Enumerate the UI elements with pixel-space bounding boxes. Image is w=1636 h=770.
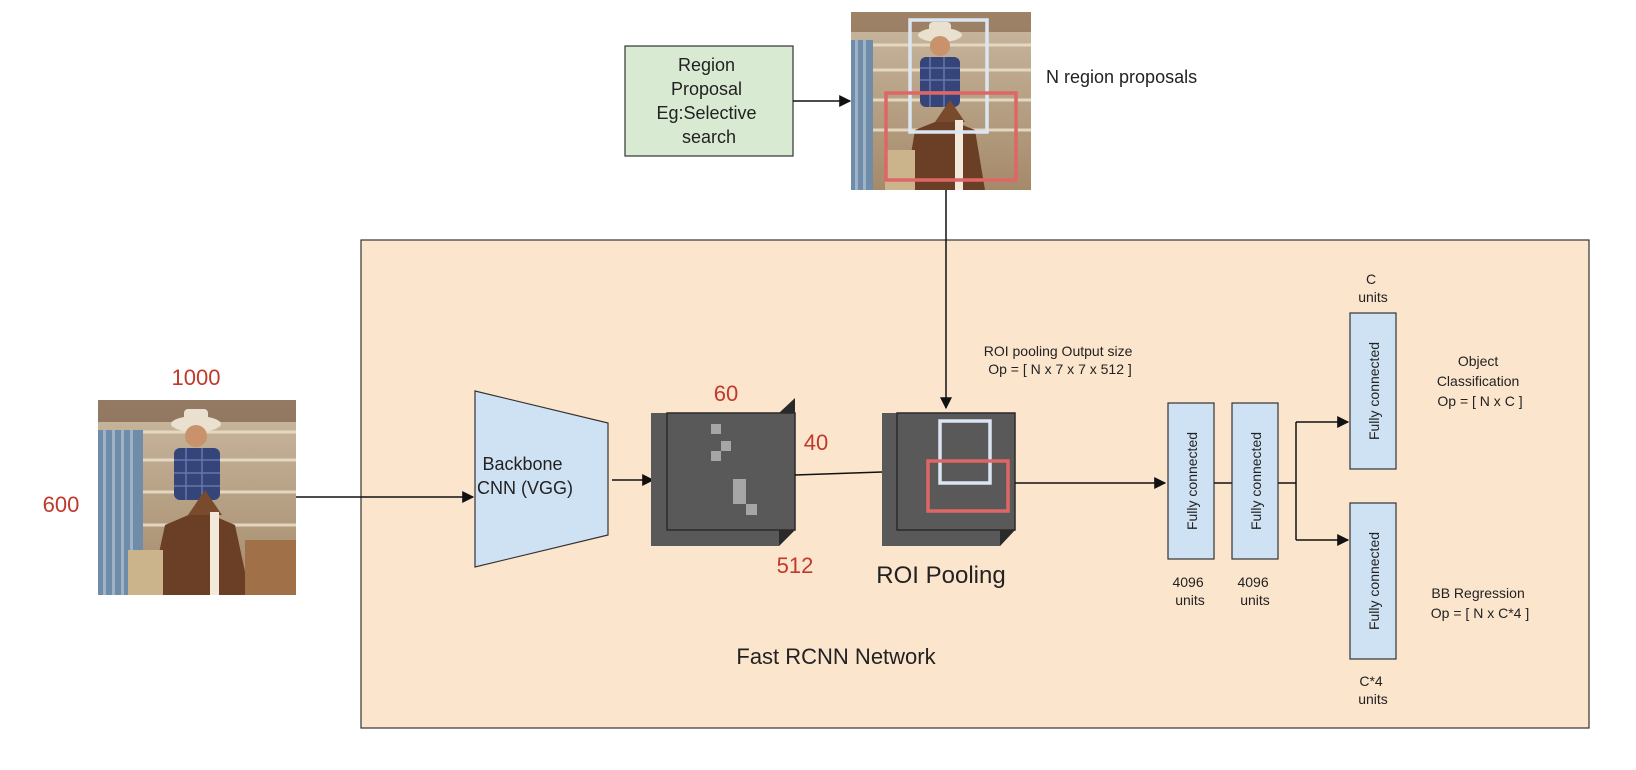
region-proposal-label: Region Proposal Eg:Selective search xyxy=(656,55,761,147)
fc2-label: Fully connected xyxy=(1248,432,1264,530)
branch-connector xyxy=(1278,416,1350,546)
backbone-cnn-block xyxy=(474,390,609,568)
roi-pooling-label: ROI Pooling xyxy=(876,562,1005,589)
fc1-label: Fully connected xyxy=(1184,432,1200,530)
input-image xyxy=(98,400,296,595)
feature-depth-label: 512 xyxy=(777,553,814,578)
fc2-units: 4096 units xyxy=(1237,574,1272,608)
input-height-label: 600 xyxy=(43,492,80,517)
bbox-output: BB Regression Op = [ N x C*4 ] xyxy=(1431,585,1529,621)
feature-width-label: 60 xyxy=(714,381,738,406)
fc-cls-block xyxy=(1349,312,1397,470)
fc1-units: 4096 units xyxy=(1172,574,1207,608)
fc-cls-units: C units xyxy=(1358,271,1388,305)
fc1-block xyxy=(1167,402,1215,560)
network-title: Fast RCNN Network xyxy=(736,644,936,669)
cls-output: Object Classification Op = [ N x C ] xyxy=(1437,353,1523,409)
fc-bbox-units: C*4 units xyxy=(1358,673,1388,707)
fc-bbox-label: Fully connected xyxy=(1366,532,1382,630)
roi-pooling-cube xyxy=(882,412,1016,546)
feature-height-label: 40 xyxy=(804,430,828,455)
input-width-label: 1000 xyxy=(172,365,221,390)
fc-bbox-block xyxy=(1349,502,1397,660)
feature-map-cube xyxy=(651,398,796,546)
fc-cls-label: Fully connected xyxy=(1366,342,1382,440)
feature-to-roi-line xyxy=(794,471,883,476)
region-proposal-box xyxy=(624,45,794,157)
proposal-caption: N region proposals xyxy=(1046,67,1197,87)
backbone-cnn-label: Backbone CNN (VGG) xyxy=(477,454,573,498)
fc2-block xyxy=(1231,402,1279,560)
roi-output-size: ROI pooling Output size Op = [ N x 7 x 7… xyxy=(984,343,1137,377)
proposal-image xyxy=(851,12,1031,190)
